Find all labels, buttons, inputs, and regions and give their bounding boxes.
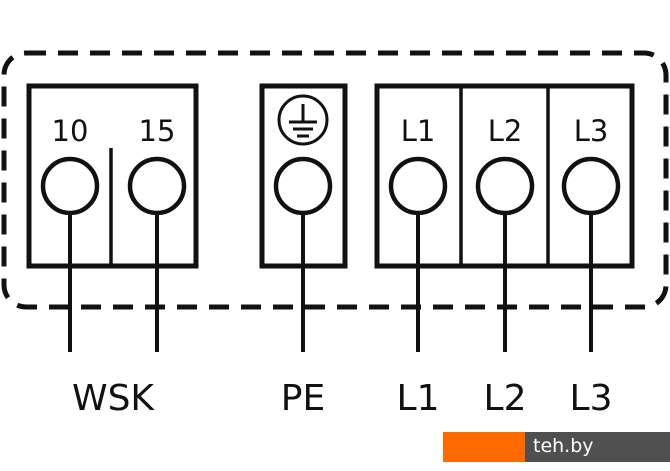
- pin-label-15: 15: [139, 114, 176, 148]
- pin-label-l3: L3: [574, 114, 609, 148]
- ground-icon: [277, 94, 329, 146]
- pin-label-l2: L2: [488, 114, 523, 148]
- wire-label-l3: L3: [570, 378, 613, 419]
- terminal-pe: [273, 156, 333, 216]
- wire-label-wsk: WSK: [72, 378, 155, 419]
- wire-label-l2: L2: [484, 378, 527, 419]
- power-terminal-block: [374, 83, 635, 269]
- wire-label-pe: PE: [281, 378, 325, 419]
- terminal-10: [40, 156, 100, 216]
- wsk-terminal-block: [26, 83, 199, 269]
- pin-label-10: 10: [52, 114, 89, 148]
- watermark-banner: teh.by: [443, 432, 670, 462]
- terminal-15: [127, 156, 187, 216]
- watermark-orange-block: [443, 432, 525, 462]
- pin-label-l1: L1: [401, 114, 436, 148]
- terminal-l3: [561, 156, 621, 216]
- terminal-l2: [475, 156, 535, 216]
- pe-terminal-block: [259, 83, 348, 269]
- watermark-text: teh.by: [525, 432, 670, 462]
- wire-label-l1: L1: [397, 378, 440, 419]
- terminal-l1: [388, 156, 448, 216]
